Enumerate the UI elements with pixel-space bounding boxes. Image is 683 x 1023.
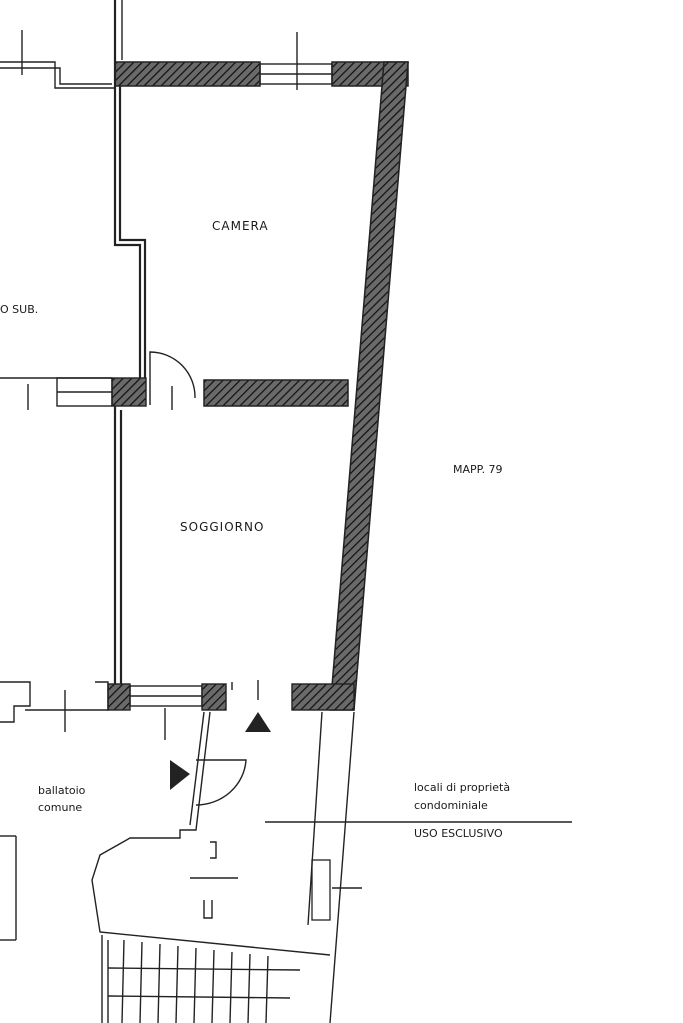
sub-label: O SUB. <box>0 303 39 316</box>
entrance-arrow-up <box>245 712 271 732</box>
camera-door <box>149 351 196 410</box>
room-label-soggiorno: SOGGIORNO <box>180 520 265 534</box>
uso-esclusivo-label: USO ESCLUSIVO <box>414 827 503 840</box>
top-wall <box>114 61 409 87</box>
ballatoio-label-line2: comune <box>38 801 83 814</box>
left-wall <box>113 0 147 710</box>
room-label-camera: CAMERA <box>212 219 269 233</box>
neighbour-unit <box>0 30 166 941</box>
locali-label-line2: condominiale <box>414 799 488 812</box>
parcel-label: MAPP. 79 <box>453 463 503 476</box>
stairwell <box>91 711 362 1023</box>
locali-label-line1: locali di proprietà <box>414 781 511 794</box>
bottom-wall <box>107 680 355 711</box>
partition-wall <box>111 377 349 407</box>
entrance-arrow-right <box>170 760 190 790</box>
ballatoio-label-line1: ballatoio <box>38 784 86 797</box>
